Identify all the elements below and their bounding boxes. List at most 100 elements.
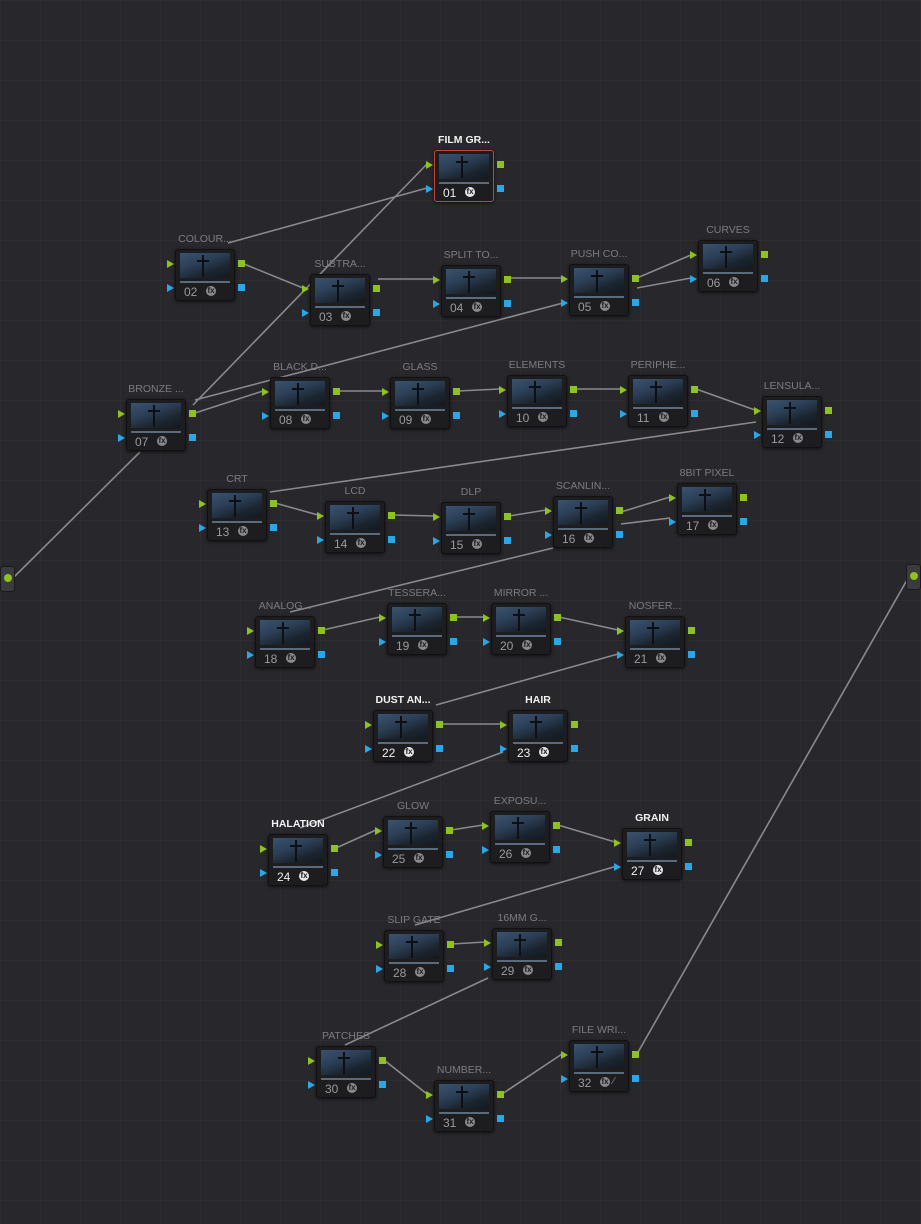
rgb-input-icon[interactable] [262, 388, 269, 396]
alpha-output-icon[interactable] [504, 300, 511, 307]
alpha-output-icon[interactable] [453, 412, 460, 419]
rgb-output-icon[interactable] [553, 822, 560, 829]
rgb-input-icon[interactable] [617, 627, 624, 635]
rgb-input-icon[interactable] [499, 386, 506, 394]
alpha-input-icon[interactable] [426, 1115, 433, 1123]
rgb-input-icon[interactable] [669, 494, 676, 502]
node-body[interactable]: 17 fx [677, 483, 737, 535]
source-connector-icon[interactable] [4, 574, 12, 582]
rgb-output-icon[interactable] [450, 614, 457, 621]
rgb-output-icon[interactable] [685, 839, 692, 846]
alpha-input-icon[interactable] [499, 410, 506, 418]
alpha-output-icon[interactable] [331, 869, 338, 876]
rgb-output-icon[interactable] [504, 276, 511, 283]
rgb-input-icon[interactable] [260, 845, 267, 853]
node-27[interactable]: GRAIN 27 fx [614, 812, 692, 880]
node-body[interactable]: 19 fx [387, 603, 447, 655]
alpha-output-icon[interactable] [571, 745, 578, 752]
rgb-output-icon[interactable] [436, 721, 443, 728]
alpha-input-icon[interactable] [308, 1081, 315, 1089]
alpha-output-icon[interactable] [436, 745, 443, 752]
rgb-input-icon[interactable] [376, 941, 383, 949]
node-body[interactable]: 10 fx [507, 375, 567, 427]
node-body[interactable]: 30 fx [316, 1046, 376, 1098]
rgb-input-icon[interactable] [302, 285, 309, 293]
node-29[interactable]: 16MM G... 29 fx [484, 912, 562, 980]
node-16[interactable]: SCANLIN... 16 fx [545, 480, 623, 548]
alpha-output-icon[interactable] [554, 638, 561, 645]
node-24[interactable]: HALATION 24 fx [260, 818, 338, 886]
node-body[interactable]: 04 fx [441, 265, 501, 317]
alpha-output-icon[interactable] [388, 536, 395, 543]
alpha-input-icon[interactable] [375, 851, 382, 859]
node-body[interactable]: 14 fx [325, 501, 385, 553]
alpha-output-icon[interactable] [555, 963, 562, 970]
node-05[interactable]: PUSH CO... 05 fx [561, 248, 639, 316]
node-01[interactable]: FILM GR... 01 fx [426, 134, 504, 202]
rgb-input-icon[interactable] [754, 407, 761, 415]
rgb-output-icon[interactable] [570, 386, 577, 393]
alpha-output-icon[interactable] [497, 185, 504, 192]
rgb-output-icon[interactable] [189, 410, 196, 417]
rgb-output-icon[interactable] [388, 512, 395, 519]
alpha-output-icon[interactable] [632, 1075, 639, 1082]
rgb-output-icon[interactable] [446, 827, 453, 834]
node-body[interactable]: 06 fx [698, 240, 758, 292]
alpha-output-icon[interactable] [238, 284, 245, 291]
alpha-output-icon[interactable] [450, 638, 457, 645]
rgb-input-icon[interactable] [690, 251, 697, 259]
alpha-output-icon[interactable] [570, 410, 577, 417]
output-connector-icon[interactable] [910, 572, 918, 580]
alpha-output-icon[interactable] [447, 965, 454, 972]
rgb-input-icon[interactable] [317, 512, 324, 520]
rgb-input-icon[interactable] [199, 500, 206, 508]
node-09[interactable]: GLASS 09 fx [382, 361, 460, 429]
node-body[interactable]: 29 fx [492, 928, 552, 980]
alpha-input-icon[interactable] [669, 518, 676, 526]
alpha-output-icon[interactable] [740, 518, 747, 525]
alpha-input-icon[interactable] [302, 309, 309, 317]
alpha-input-icon[interactable] [365, 745, 372, 753]
rgb-output-icon[interactable] [825, 407, 832, 414]
node-04[interactable]: SPLIT TO... 04 fx [433, 249, 511, 317]
node-body[interactable]: 23 fx [508, 710, 568, 762]
rgb-output-icon[interactable] [571, 721, 578, 728]
alpha-input-icon[interactable] [317, 536, 324, 544]
rgb-output-icon[interactable] [740, 494, 747, 501]
rgb-output-icon[interactable] [632, 275, 639, 282]
node-10[interactable]: ELEMENTS 10 fx [499, 359, 577, 427]
alpha-output-icon[interactable] [318, 651, 325, 658]
node-20[interactable]: MIRROR ... 20 fx [483, 587, 561, 655]
node-body[interactable]: 11 fx [628, 375, 688, 427]
rgb-input-icon[interactable] [118, 410, 125, 418]
alpha-input-icon[interactable] [376, 965, 383, 973]
node-26[interactable]: EXPOSU... 26 fx [482, 795, 560, 863]
alpha-input-icon[interactable] [690, 275, 697, 283]
rgb-output-icon[interactable] [554, 614, 561, 621]
alpha-input-icon[interactable] [617, 651, 624, 659]
alpha-input-icon[interactable] [433, 537, 440, 545]
rgb-output-icon[interactable] [691, 386, 698, 393]
node-body[interactable]: 27 fx [622, 828, 682, 880]
rgb-input-icon[interactable] [247, 627, 254, 635]
node-body[interactable]: 31 fx [434, 1080, 494, 1132]
alpha-output-icon[interactable] [691, 410, 698, 417]
node-body[interactable]: 09 fx [390, 377, 450, 429]
rgb-input-icon[interactable] [379, 614, 386, 622]
rgb-input-icon[interactable] [426, 1091, 433, 1099]
alpha-output-icon[interactable] [632, 299, 639, 306]
rgb-input-icon[interactable] [545, 507, 552, 515]
rgb-output-icon[interactable] [238, 260, 245, 267]
rgb-input-icon[interactable] [484, 939, 491, 947]
node-23[interactable]: HAIR 23 fx [500, 694, 578, 762]
node-body[interactable]: 01 fx [434, 150, 494, 202]
alpha-input-icon[interactable] [167, 284, 174, 292]
rgb-output-icon[interactable] [318, 627, 325, 634]
node-body[interactable]: 05 fx [569, 264, 629, 316]
node-13[interactable]: CRT 13 fx [199, 473, 277, 541]
node-15[interactable]: DLP 15 fx [433, 486, 511, 554]
alpha-input-icon[interactable] [379, 638, 386, 646]
alpha-output-icon[interactable] [446, 851, 453, 858]
alpha-output-icon[interactable] [685, 863, 692, 870]
node-body[interactable]: 13 fx [207, 489, 267, 541]
